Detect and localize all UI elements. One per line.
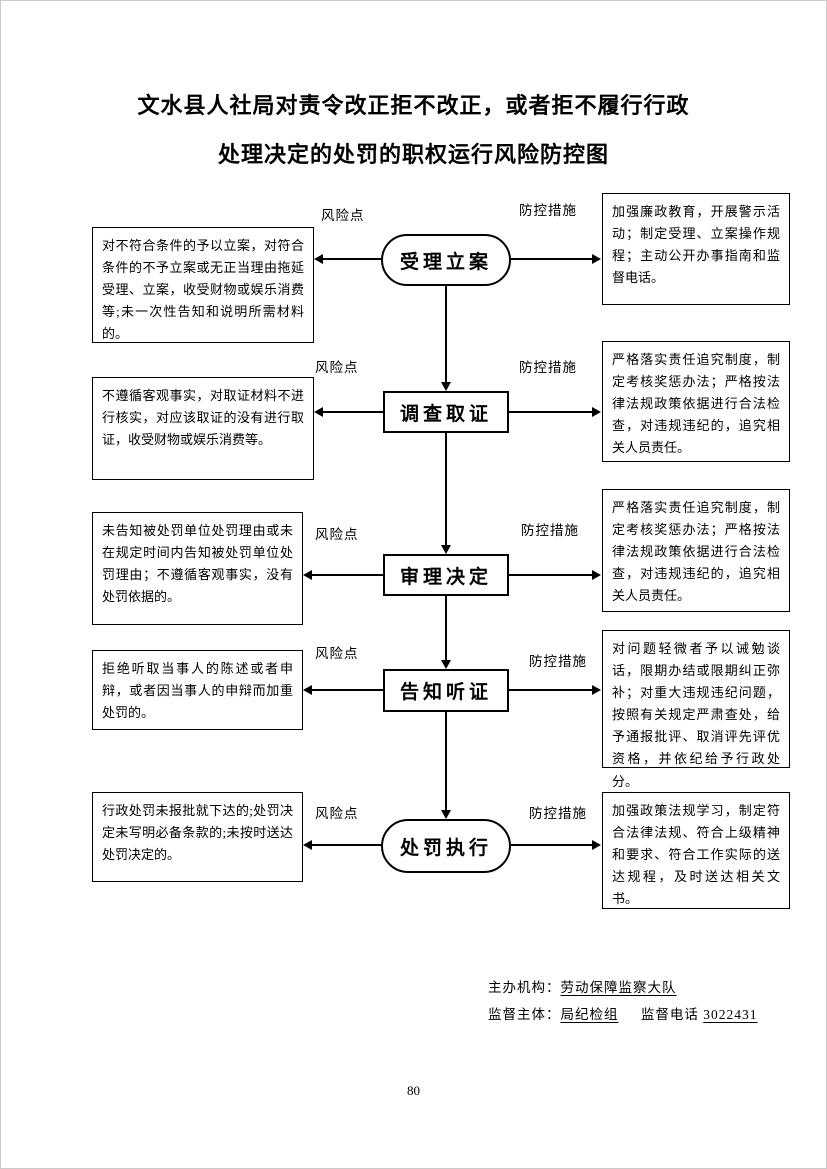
control-text-4: 对问题轻微者予以诫勉谈话，限期办结或限期纠正弥补；对重大违规违纪问题，按照有关规… [612, 641, 780, 789]
control-text-3: 严格落实责任追究制度，制定考核奖惩办法；严格按法律法规政策依据进行合法检查，对违… [612, 500, 780, 604]
arrow-right-line-5 [511, 844, 592, 846]
arrow-down-1 [441, 382, 451, 391]
connector-line-3 [445, 596, 447, 660]
supervisor-label: 监督主体： [488, 1007, 561, 1022]
risk-text-5: 行政处罚未报批就下达的;处罚决定未写明必备条款的;未按时送达处罚决定的。 [102, 803, 293, 863]
risk-point-label-5: 风险点 [315, 806, 359, 821]
supervisor-line: 监督主体：局纪检组 监督电话 3022431 [488, 1001, 758, 1028]
page-title: 文水县人社局对责令改正拒不改正，或者拒不履行行政 处理决定的处罚的职权运行风险防… [1, 81, 826, 179]
arrow-left-5 [303, 840, 312, 850]
connector-line-1 [445, 286, 447, 382]
control-box-1: 加强廉政教育，开展警示活动；制定受理、立案操作规程；主动公开办事指南和监督电话。 [602, 193, 790, 305]
risk-point-label-4: 风险点 [315, 646, 359, 661]
arrow-right-line-4 [509, 689, 592, 691]
risk-text-1: 对不符合条件的予以立案，对符合条件的不予立案或无正当理由拖延受理、立案，收受财物… [102, 238, 304, 342]
risk-box-4: 拒绝听取当事人的陈述或者申辩，或者因当事人的申辩而加重处罚的。 [92, 650, 303, 730]
control-measure-label-4: 防控措施 [529, 654, 587, 669]
arrow-right-line-1 [511, 258, 592, 260]
control-measure-label-3: 防控措施 [521, 523, 579, 538]
risk-text-4: 拒绝听取当事人的陈述或者申辩，或者因当事人的申辩而加重处罚的。 [102, 661, 293, 721]
arrow-left-line-1 [322, 258, 381, 260]
organizer-value: 劳动保障监察大队 [560, 980, 677, 995]
control-text-1: 加强廉政教育，开展警示活动；制定受理、立案操作规程；主动公开办事指南和监督电话。 [612, 204, 780, 286]
control-measure-label-2: 防控措施 [519, 360, 577, 375]
risk-box-5: 行政处罚未报批就下达的;处罚决定未写明必备条款的;未按时送达处罚决定的。 [92, 792, 303, 882]
arrow-left-line-5 [311, 844, 381, 846]
control-text-2: 严格落实责任追究制度，制定考核奖惩办法；严格按法律法规政策依据进行合法检查，对违… [612, 352, 780, 456]
control-text-5: 加强政策法规学习，制定符合法律法规、符合上级精神和要求、符合工作实际的送达规程，… [612, 803, 780, 907]
risk-box-3: 未告知被处罚单位处罚理由或未在规定时间内告知被处罚单位处罚理由；不遵循客观事实，… [92, 512, 303, 625]
arrow-right-2 [592, 407, 601, 417]
arrow-left-line-2 [322, 411, 383, 413]
node-decision: 审理决定 [383, 554, 509, 596]
page-title-line1: 文水县人社局对责令改正拒不改正，或者拒不履行行政 [137, 93, 690, 118]
risk-point-label-1: 风险点 [321, 208, 365, 223]
node-punishment-execution: 处罚执行 [381, 819, 511, 873]
arrow-left-3 [303, 570, 312, 580]
node-hearing-notice: 告知听证 [383, 669, 509, 712]
risk-text-2: 不遵循客观事实，对取证材料不进行核实，对应该取证的没有进行取证，收受财物或娱乐消… [102, 388, 304, 448]
arrow-right-line-2 [509, 411, 592, 413]
arrow-down-4 [441, 810, 451, 819]
organizer-line: 主办机构：劳动保障监察大队 [488, 974, 758, 1001]
control-box-5: 加强政策法规学习，制定符合法律法规、符合上级精神和要求、符合工作实际的送达规程，… [602, 792, 790, 909]
footer-info: 主办机构：劳动保障监察大队 监督主体：局纪检组 监督电话 3022431 [488, 974, 758, 1028]
node-case-acceptance: 受理立案 [381, 234, 511, 286]
arrow-left-2 [314, 407, 323, 417]
arrow-left-4 [303, 685, 312, 695]
risk-box-2: 不遵循客观事实，对取证材料不进行核实，对应该取证的没有进行取证，收受财物或娱乐消… [92, 377, 314, 480]
phone-label: 监督电话 [640, 1007, 699, 1022]
page-number: 80 [407, 1083, 420, 1098]
connector-line-4 [445, 712, 447, 810]
arrow-left-line-4 [311, 689, 383, 691]
arrow-down-2 [441, 545, 451, 554]
supervisor-value: 局纪检组 [560, 1007, 619, 1022]
organizer-label: 主办机构： [488, 980, 561, 995]
arrow-right-5 [592, 840, 601, 850]
risk-point-label-3: 风险点 [315, 527, 359, 542]
control-measure-label-5: 防控措施 [529, 806, 587, 821]
control-box-2: 严格落实责任追究制度，制定考核奖惩办法；严格按法律法规政策依据进行合法检查，对违… [602, 341, 790, 462]
risk-point-label-2: 风险点 [315, 360, 359, 375]
arrow-right-line-3 [509, 574, 592, 576]
arrow-right-1 [592, 254, 601, 264]
risk-box-1: 对不符合条件的予以立案，对符合条件的不予立案或无正当理由拖延受理、立案，收受财物… [92, 227, 314, 343]
control-measure-label-1: 防控措施 [519, 203, 577, 218]
arrow-left-line-3 [311, 574, 383, 576]
control-box-3: 严格落实责任追究制度，制定考核奖惩办法；严格按法律法规政策依据进行合法检查，对违… [602, 489, 790, 612]
risk-text-3: 未告知被处罚单位处罚理由或未在规定时间内告知被处罚单位处罚理由；不遵循客观事实，… [102, 523, 293, 605]
arrow-down-3 [441, 660, 451, 669]
arrow-right-3 [592, 570, 601, 580]
arrow-right-4 [592, 685, 601, 695]
node-investigation: 调查取证 [383, 391, 509, 433]
control-box-4: 对问题轻微者予以诫勉谈话，限期办结或限期纠正弥补；对重大违规违纪问题，按照有关规… [602, 630, 790, 789]
phone-value: 3022431 [703, 1007, 758, 1022]
arrow-left-1 [314, 254, 323, 264]
connector-line-2 [445, 433, 447, 545]
page-title-line2: 处理决定的处罚的职权运行风险防控图 [217, 142, 609, 167]
